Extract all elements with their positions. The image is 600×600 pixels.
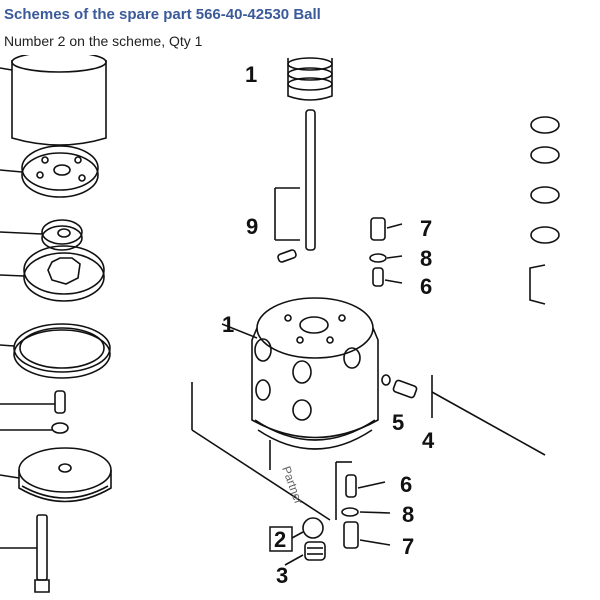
page-title: Schemes of the spare part 566-40-42530 B… — [4, 6, 321, 23]
rod-part — [274, 109, 316, 263]
watermark: Partner — [279, 464, 306, 506]
left-ring-part — [0, 323, 111, 379]
left-piston-part — [0, 447, 112, 503]
top-spring-part — [287, 57, 333, 101]
highlight-box — [269, 526, 293, 552]
top-right-fittings — [369, 217, 403, 287]
callout-label: 6 — [420, 274, 432, 299]
callout-label: 7 — [402, 534, 414, 559]
left-pin-part — [0, 390, 66, 414]
left-star-disc-part — [0, 245, 105, 302]
callout-label: 9 — [246, 214, 258, 239]
side-fitting — [381, 374, 546, 456]
callout-label: 7 — [420, 216, 432, 241]
right-edge-parts — [529, 116, 560, 305]
callout-label: 8 — [420, 246, 432, 271]
bottom-fittings — [341, 474, 391, 549]
callout-label: 2 — [274, 527, 286, 552]
callout-label: 8 — [402, 502, 414, 527]
callout-label: 1 — [222, 312, 234, 337]
callout-label: 3 — [276, 563, 288, 588]
callout-label: 5 — [392, 410, 404, 435]
spring-3-part — [284, 541, 326, 566]
left-washer-part — [0, 422, 69, 434]
main-housing — [221, 297, 379, 450]
left-cylinder-part — [0, 55, 107, 146]
parts-scheme-diagram: 1 9 7 8 6 1 5 4 6 8 7 2 3 Partner — [0, 55, 560, 593]
part-position-info: Number 2 on the scheme, Qty 1 — [4, 33, 203, 49]
callout-label: 6 — [400, 472, 412, 497]
left-small-disc-part — [0, 219, 83, 251]
left-bolt-part — [0, 514, 50, 593]
ball-part — [291, 517, 324, 539]
callout-label: 4 — [422, 428, 435, 453]
callout-label: 1 — [245, 62, 257, 87]
left-plate-part — [0, 145, 99, 198]
